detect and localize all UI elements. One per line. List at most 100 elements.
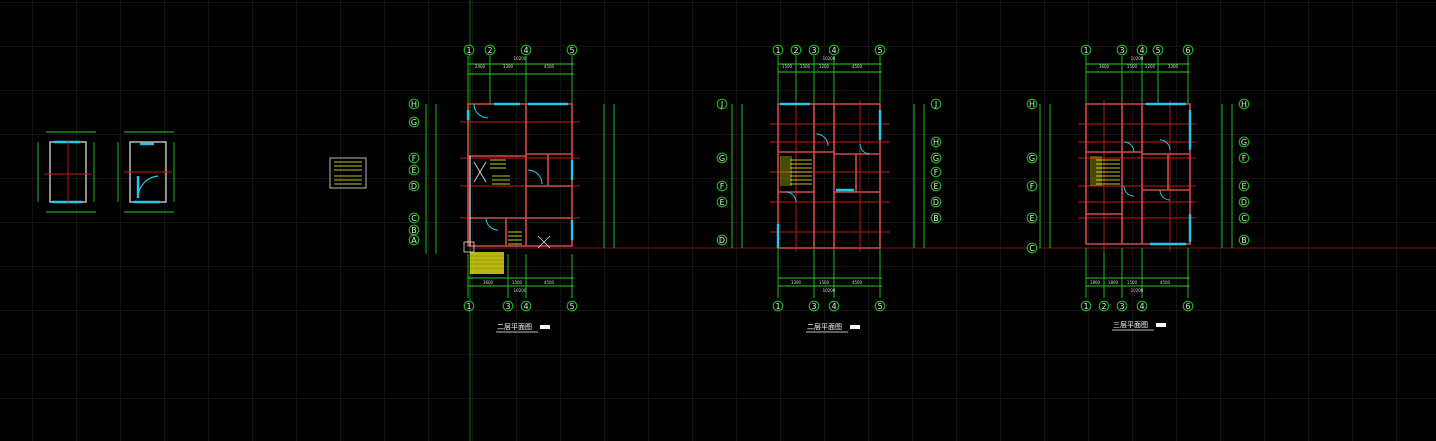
floor-plan-1[interactable]: 2400 3300 4500 10200 3600 1500 4500 1020… — [425, 56, 615, 298]
svg-text:1200: 1200 — [819, 64, 830, 69]
plan3-left-axis-G: G — [1026, 152, 1038, 164]
plan2-left-axis-D-label: D — [719, 236, 725, 245]
plan2-bottom-axis-4: 4 — [828, 300, 840, 312]
plan2-left-axis-G: G — [716, 152, 728, 164]
plan1-top-axis-1: 1 — [463, 44, 475, 56]
plan3-bottom-axis-1-circle — [1080, 300, 1092, 312]
plan2-bottom-axis-4-label: 4 — [831, 302, 836, 311]
plan3-right-axis-D: D — [1238, 196, 1250, 208]
plan2-left-axis-D-circle — [716, 234, 728, 246]
detail-block-2[interactable] — [117, 131, 175, 213]
plan3-top-axis-6-circle — [1182, 44, 1194, 56]
plan1-top-axis-1-circle — [463, 44, 475, 56]
plan3-right-axis-B-circle — [1238, 234, 1250, 246]
plan2-top-axis-4-circle — [828, 44, 840, 56]
plan2-right-axis-E: E — [930, 180, 942, 192]
plan2-bottom-axis-3-circle — [808, 300, 820, 312]
plan1-top-axis-4: 4 — [520, 44, 532, 56]
plan2-right-axis-E-circle — [930, 180, 942, 192]
plan2-top-axis-1: 1 — [772, 44, 784, 56]
plan3-left-axis-H-circle — [1026, 98, 1038, 110]
svg-text:4500: 4500 — [544, 64, 555, 69]
plan3-right-axis-G-label: G — [1241, 138, 1247, 147]
plan1-left-axis-C-circle — [408, 212, 420, 224]
plan1-top-axis-1-label: 1 — [466, 46, 471, 55]
plan3-bottom-axis-2-circle — [1098, 300, 1110, 312]
plan3-right-axis-F-label: F — [1242, 154, 1247, 163]
plan3-left-axis-E: E — [1026, 212, 1038, 224]
plan1-bottom-axis-1-circle — [463, 300, 475, 312]
plan1-top-axis-5-circle — [566, 44, 578, 56]
plan2-left-axis-F-label: F — [720, 182, 725, 191]
plan2-top-axis-3: 3 — [808, 44, 820, 56]
plan3-left-axis-G-label: G — [1029, 154, 1035, 163]
plan3-right-axis-H: H — [1238, 98, 1250, 110]
svg-text:3300: 3300 — [503, 64, 514, 69]
plan3-bottom-axis-3: 3 — [1116, 300, 1128, 312]
plan2-right-axis-E-label: E — [933, 182, 938, 191]
plan1-bottom-axis-5-circle — [566, 300, 578, 312]
floor-plan-2[interactable]: 1500 1500 1200 4500 10200 3300 1500 4500… — [731, 56, 925, 298]
svg-text:10200: 10200 — [1131, 288, 1144, 293]
plan3-right-axis-D-circle — [1238, 196, 1250, 208]
plan3-right-axis-B: B — [1238, 234, 1250, 246]
svg-text:10200: 10200 — [823, 288, 836, 293]
plan3-bottom-axis-1-label: 1 — [1083, 302, 1088, 311]
svg-text:10200: 10200 — [823, 56, 836, 61]
plan2-bottom-axis-1-label: 1 — [775, 302, 780, 311]
plan1-top-axis-2-label: 2 — [487, 46, 492, 55]
plan2-right-axis-F: F — [930, 166, 942, 178]
svg-text:4500: 4500 — [544, 280, 555, 285]
plan2-top-axis-2-label: 2 — [793, 46, 798, 55]
plan3-top-axis-5-circle — [1152, 44, 1164, 56]
plan3-top-axis-3: 3 — [1116, 44, 1128, 56]
plan2-top-axis-3-label: 3 — [811, 46, 816, 55]
svg-text:二层平面图: 二层平面图 — [497, 323, 532, 331]
plan-title-1: 二层平面图 — [496, 323, 550, 333]
plan3-bottom-axis-4-label: 4 — [1139, 302, 1144, 311]
plan1-left-axis-A-circle — [408, 234, 420, 246]
plan1-left-axis-F-label: F — [412, 154, 417, 163]
plan1-bottom-axis-3: 3 — [502, 300, 514, 312]
floor-plan-3[interactable]: 3600 1500 1200 3300 10200 1800 1800 1500… — [1039, 56, 1233, 298]
plan2-right-axis-J-circle — [930, 98, 942, 110]
plan1-bottom-axis-4: 4 — [520, 300, 532, 312]
svg-text:3300: 3300 — [1168, 64, 1179, 69]
plan3-left-axis-F-circle — [1026, 180, 1038, 192]
plan3-left-axis-G-circle — [1026, 152, 1038, 164]
plan1-left-axis-G-label: G — [411, 118, 417, 127]
plan3-right-axis-C-label: C — [1241, 214, 1247, 223]
svg-text:1500: 1500 — [819, 280, 830, 285]
plan3-top-axis-6-label: 6 — [1185, 46, 1190, 55]
svg-text:3600: 3600 — [1099, 64, 1110, 69]
plan3-top-axis-6: 6 — [1182, 44, 1194, 56]
detail-block-1[interactable] — [37, 131, 96, 213]
plan2-bottom-axis-4-circle — [828, 300, 840, 312]
plan3-top-axis-4: 4 — [1136, 44, 1148, 56]
plan3-bottom-axis-1: 1 — [1080, 300, 1092, 312]
plan2-left-axis-J-label: J — [720, 100, 723, 109]
plan1-left-axis-G: G — [408, 116, 420, 128]
plan3-left-axis-C-label: C — [1029, 244, 1035, 253]
plan3-top-axis-1-label: 1 — [1083, 46, 1088, 55]
plan1-left-axis-E-label: E — [411, 166, 416, 175]
plan1-top-axis-5: 5 — [566, 44, 578, 56]
plan2-top-axis-5-circle — [874, 44, 886, 56]
plan3-right-axis-H-label: H — [1241, 100, 1247, 109]
plan2-right-axis-G: G — [930, 152, 942, 164]
plan2-bottom-axis-1-circle — [772, 300, 784, 312]
plan3-top-axis-5: 5 — [1152, 44, 1164, 56]
plan2-top-axis-1-label: 1 — [775, 46, 780, 55]
stair-detail-block[interactable] — [329, 157, 367, 189]
plan3-right-axis-B-label: B — [1241, 236, 1247, 245]
plan3-left-axis-C: C — [1026, 242, 1038, 254]
plan2-right-axis-B: B — [930, 212, 942, 224]
plan3-right-axis-H-circle — [1238, 98, 1250, 110]
plan3-right-axis-C: C — [1238, 212, 1250, 224]
plan1-top-axis-4-circle — [520, 44, 532, 56]
plan1-left-axis-H-circle — [408, 98, 420, 110]
plan2-top-axis-2-circle — [790, 44, 802, 56]
plan2-left-axis-D: D — [716, 234, 728, 246]
plan3-top-axis-1-circle — [1080, 44, 1092, 56]
